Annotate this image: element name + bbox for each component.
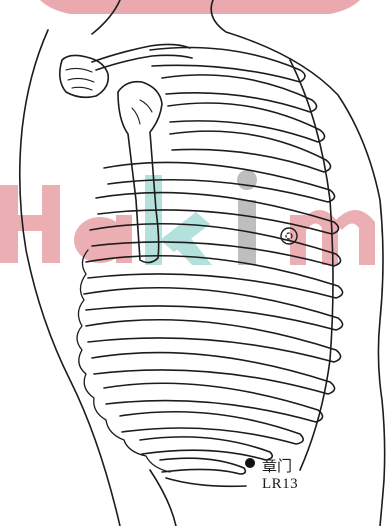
- filled-dot-icon: [245, 458, 255, 468]
- acupoint-name-zh: 章门: [262, 455, 292, 476]
- acupoint-code: LR13: [262, 476, 298, 493]
